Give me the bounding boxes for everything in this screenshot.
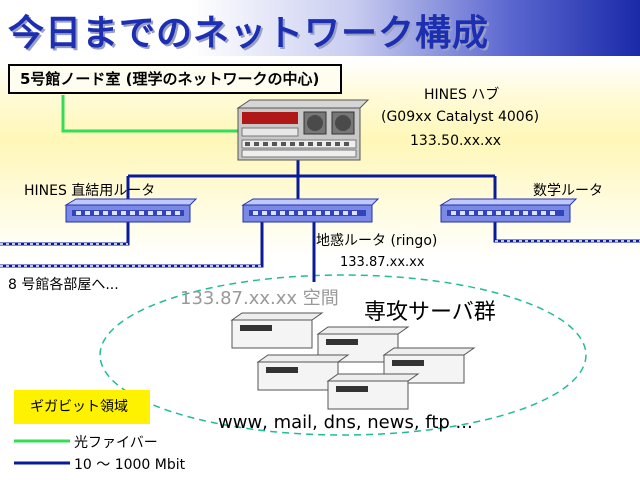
hub-port — [281, 142, 286, 146]
hub-port — [263, 142, 268, 146]
math-router-port — [460, 211, 465, 215]
hines-router-port — [139, 211, 144, 215]
earth-router-label: 地惑ルータ (ringo) — [316, 233, 438, 249]
servers-title: 専攻サーバ群 — [364, 300, 496, 325]
math-router-label: 数学ルータ — [533, 183, 603, 199]
services-label: www, mail, dns, news, ftp ... — [218, 412, 473, 433]
earth-router-port — [343, 211, 348, 215]
math-router-port — [469, 211, 474, 215]
hines-router-port — [166, 211, 171, 215]
hub-port — [326, 142, 331, 146]
math-router-port — [532, 211, 537, 215]
fiber-link — [61, 95, 242, 133]
math-router-port — [451, 211, 456, 215]
hub-port — [335, 142, 340, 146]
link-math-out — [493, 222, 640, 243]
hub-port — [245, 142, 250, 146]
math-router-port — [514, 211, 519, 215]
earth-router-port — [262, 211, 267, 215]
server-1 — [230, 312, 324, 349]
math-router-port — [478, 211, 483, 215]
hines-router-port — [103, 211, 108, 215]
main-building-box: 5号館ノード室 (理学のネットワークの中心) — [8, 64, 342, 94]
earth-router-port — [352, 211, 357, 215]
hines-router-port — [94, 211, 99, 215]
hines-router-port — [157, 211, 162, 215]
math-router-port — [523, 211, 528, 215]
earth-router-port — [289, 211, 294, 215]
rooms-label: 8 号館各部屋へ... — [8, 277, 119, 293]
hub-port — [308, 142, 313, 146]
hines-router-label: HINES 直結用ルータ — [24, 183, 156, 199]
hines-router-port — [112, 211, 117, 215]
earth-router-port — [271, 211, 276, 215]
math-router-device — [439, 198, 578, 223]
link-hines-to-rooms — [0, 222, 130, 246]
hub-port — [344, 142, 349, 146]
hub-address: 133.50.xx.xx — [410, 133, 502, 149]
earth-router-address: 133.87.xx.xx — [340, 255, 425, 270]
hub-port — [272, 142, 277, 146]
math-router-port — [550, 211, 555, 215]
earth-router-device — [241, 198, 380, 223]
hub-port — [317, 142, 322, 146]
hines-router-port — [130, 211, 135, 215]
hines-router-port — [121, 211, 126, 215]
earth-router-port — [334, 211, 339, 215]
earth-router-port — [307, 211, 312, 215]
legend-fiber-label: 光ファイバー — [74, 435, 158, 451]
earth-router-port — [316, 211, 321, 215]
gigabit-area-ellipse — [99, 274, 587, 436]
hub-port — [299, 142, 304, 146]
link-earth-to-rooms — [0, 222, 264, 268]
earth-router-port — [298, 211, 303, 215]
math-router-port — [505, 211, 510, 215]
math-router-port — [541, 211, 546, 215]
hub-name: HINES ハブ — [424, 87, 500, 103]
server-2 — [316, 326, 410, 363]
math-router-port — [487, 211, 492, 215]
earth-router-port — [280, 211, 285, 215]
hines-hub-device — [236, 99, 370, 161]
earth-router-port — [325, 211, 330, 215]
hines-router-port — [148, 211, 153, 215]
hines-router-device — [64, 198, 198, 223]
hines-router-port — [85, 211, 90, 215]
address-space-label: 133.87.xx.xx 空間 — [180, 288, 339, 309]
hub-model: (G09xx Catalyst 4006) — [381, 109, 540, 125]
page-title: 今日までのネットワーク構成 — [8, 13, 490, 54]
hines-router-port — [76, 211, 81, 215]
hines-router-port — [175, 211, 180, 215]
legend-gigabit: ギガビット領域 — [14, 390, 150, 424]
earth-router-port — [253, 211, 258, 215]
math-router-port — [496, 211, 501, 215]
dotted-extensions — [0, 240, 640, 267]
title-bar — [0, 0, 640, 56]
hub-port — [254, 142, 259, 146]
legend-copper-label: 10 ～ 1000 Mbit — [74, 457, 186, 473]
hub-port — [290, 142, 295, 146]
server-5 — [326, 373, 420, 410]
